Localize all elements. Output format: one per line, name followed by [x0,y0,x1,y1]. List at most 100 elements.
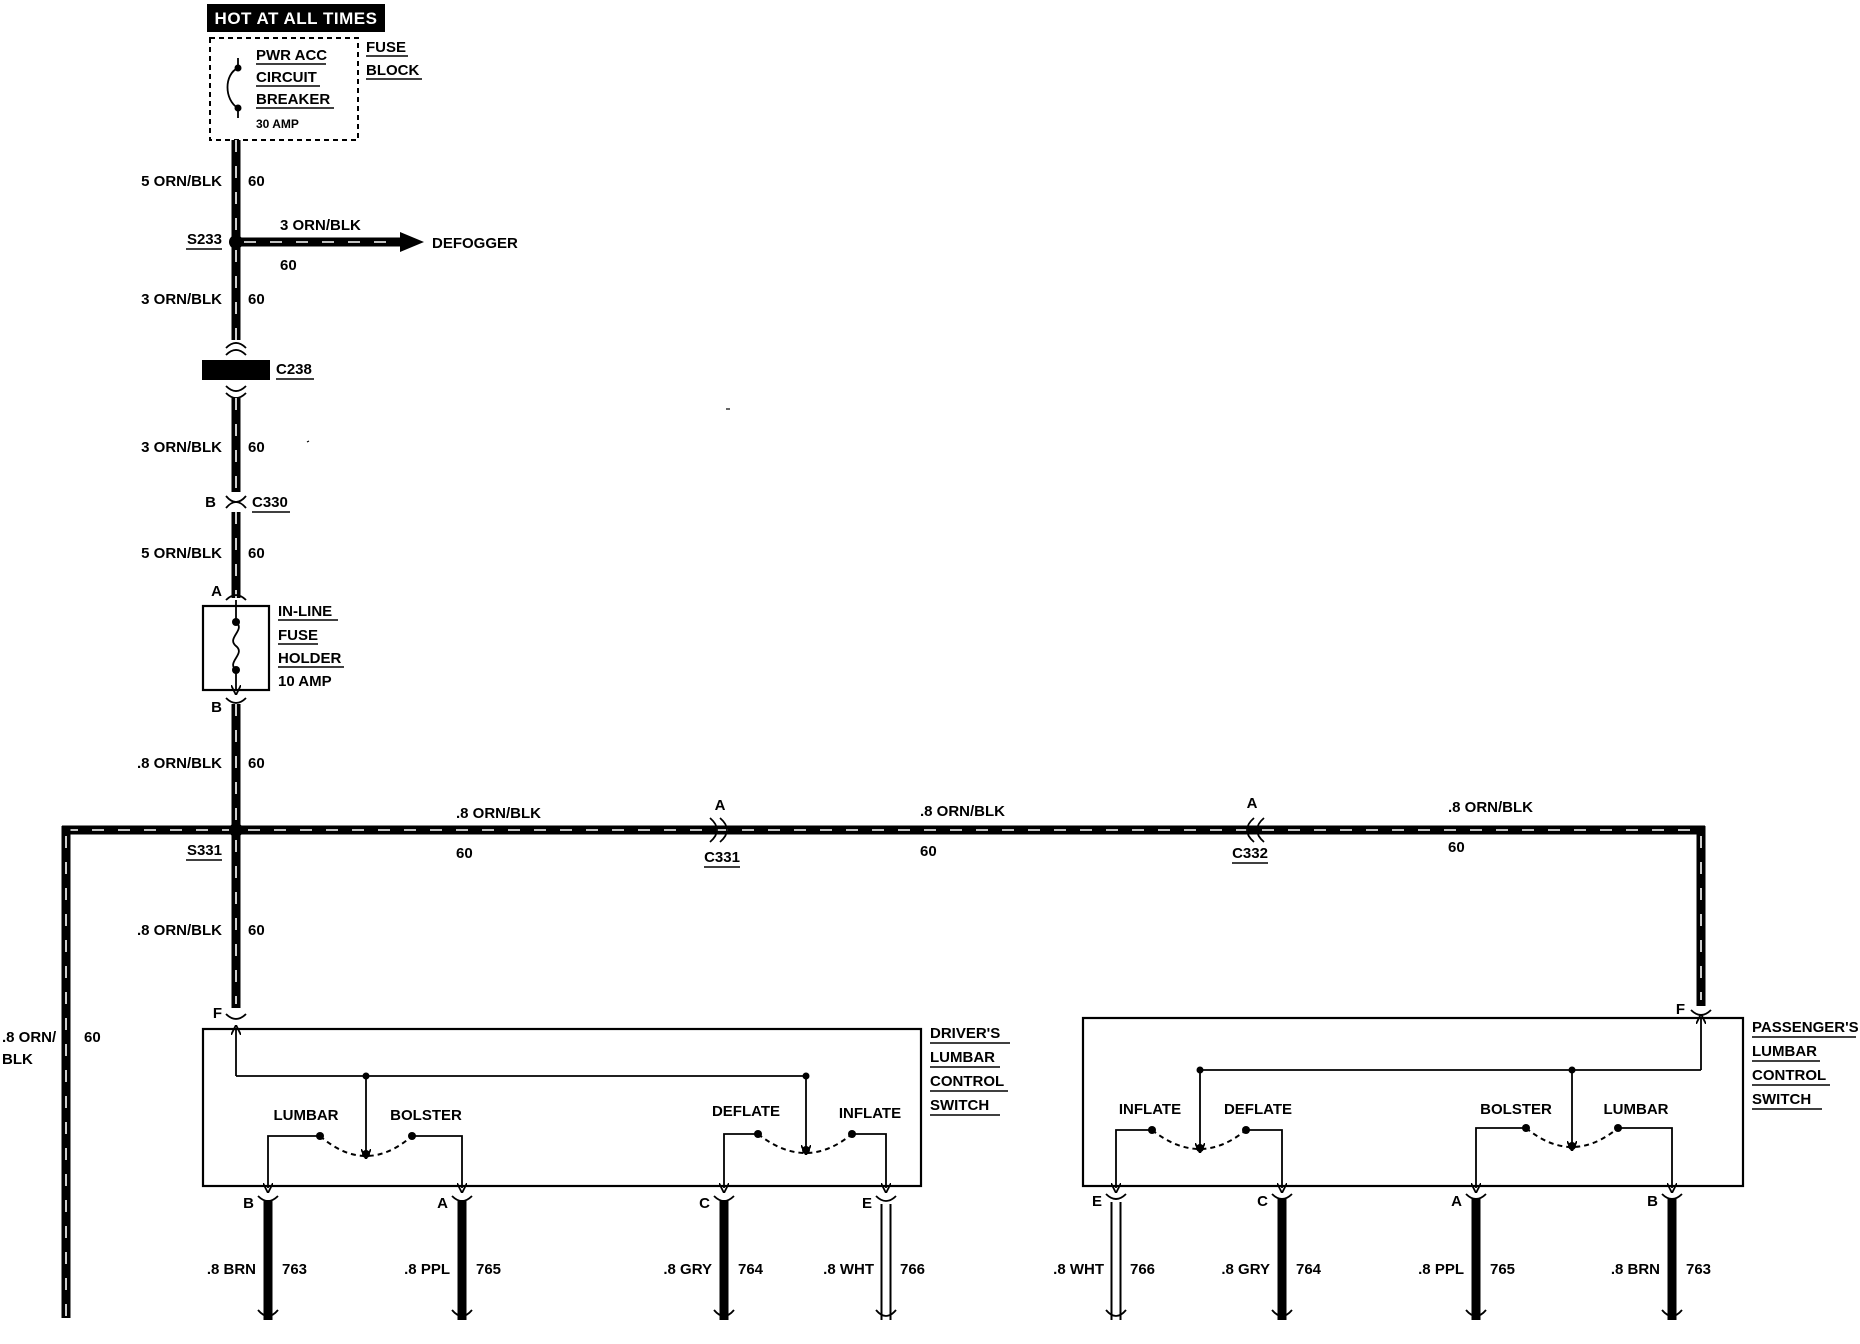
passenger-switch-pin-f: F [1676,1001,1685,1018]
output-pin-label: B [1647,1193,1658,1210]
wire-size-label: 5 ORN/BLK [141,173,222,190]
output-wire-765 [451,1195,473,1320]
left-wire-size-line1: .8 ORN/ [2,1029,57,1046]
output-circuit-number: 765 [1490,1261,1515,1278]
splice-label-s331: S331 [187,842,222,859]
splice-label-s233: S233 [187,231,222,248]
circuit-number-label: 60 [248,173,265,190]
driver-lumbar-control-switch: F LUMBAR BOLSTER DEFLATE INFLATE [201,1005,923,1188]
connector-pin-label: A [715,797,726,814]
connector-label-c331: C331 [704,849,740,866]
passenger-switch-label-line3: CONTROL [1752,1067,1826,1084]
driver-inflate-label: INFLATE [839,1105,901,1122]
circuit-number-label: 60 [248,545,265,562]
output-wire-766 [875,1195,897,1320]
lumbar-bolster-contact-arc [319,1135,413,1157]
breaker-label-line2: CIRCUIT [256,69,317,86]
fuse-pin-a: A [211,583,222,600]
driver-switch-label-line1: DRIVER'S [930,1025,1000,1042]
driver-switch-label-line3: CONTROL [930,1073,1004,1090]
passenger-deflate-label: DEFLATE [1224,1101,1292,1118]
output-circuit-number: 764 [738,1261,764,1278]
inline-fuse-label-line1: IN-LINE [278,603,332,620]
fuse-element-icon [232,621,240,671]
output-wire-size: .8 GRY [1221,1261,1270,1278]
wire-size-label: 3 ORN/BLK [141,439,222,456]
output-circuit-number: 766 [1130,1261,1155,1278]
defogger-circuit: 60 [280,257,297,274]
circuit-number-label: 60 [248,291,265,308]
defogger-wire [236,232,424,252]
output-pin-label: C [1257,1193,1268,1210]
output-wire-size: .8 WHT [1053,1261,1104,1278]
connector-label-c330: C330 [252,494,288,511]
wire-size-label: .8 ORN/BLK [137,755,222,772]
output-pin-label: C [699,1195,710,1212]
circuit-number-label: 60 [248,755,265,772]
inline-fuse-rating: 10 AMP [278,673,332,690]
driver-switch-label-line4: SWITCH [930,1097,989,1114]
deflate-inflate-contact-arc [757,1133,853,1154]
passenger-switch-label-line2: LUMBAR [1752,1043,1817,1060]
output-wire-size: .8 BRN [1611,1261,1660,1278]
wire-size-label: 5 ORN/BLK [141,545,222,562]
connector-c330 [225,495,247,509]
output-wire-size: .8 PPL [404,1261,450,1278]
hot-at-all-times-banner: HOT AT ALL TIMES [207,4,385,32]
fuse-pin-b: B [211,699,222,716]
output-pin-label: E [1092,1193,1102,1210]
connector-pin-label: B [205,494,216,511]
output-pin-label: A [1451,1193,1462,1210]
output-wire-size: .8 GRY [663,1261,712,1278]
inflate-deflate-contact-arc [1151,1129,1247,1150]
bus-circuit: 60 [456,845,473,862]
banner-title: HOT AT ALL TIMES [215,9,378,28]
inline-fuse-label-line2: FUSE [278,627,318,644]
output-pin-label: B [243,1195,254,1212]
output-wire-size: .8 WHT [823,1261,874,1278]
breaker-label-line1: PWR ACC [256,47,327,64]
output-circuit-number: 763 [282,1261,307,1278]
circuit-number-label: 60 [248,922,265,939]
driver-switch-outputs: B .8 BRN 763 A .8 PPL 765 C .8 GRY 764 E .8 WHT 766 [207,1195,925,1320]
output-wire-765 [1465,1193,1487,1320]
driver-lumbar-label: LUMBAR [274,1107,339,1124]
output-circuit-number: 766 [900,1261,925,1278]
output-wire-763 [257,1195,279,1320]
bus-wire-size: .8 ORN/BLK [920,803,1005,820]
inline-fuse-label-line3: HOLDER [278,650,342,667]
bus-circuit: 60 [1448,839,1465,856]
output-circuit-number: 764 [1296,1261,1322,1278]
output-wire-766 [1105,1193,1127,1320]
output-wire-763 [1661,1193,1683,1320]
driver-bolster-label: BOLSTER [390,1107,462,1124]
passenger-switch-label-line1: PASSENGER'S [1752,1019,1859,1036]
bus-circuit: 60 [920,843,937,860]
passenger-bolster-label: BOLSTER [1480,1101,1552,1118]
left-wire-circuit: 60 [84,1029,101,1046]
fuse-block-label-line1: FUSE [366,39,406,56]
connector-c238 [202,342,270,399]
bus-wire-size: .8 ORN/BLK [1448,799,1533,816]
wire-size-label: .8 ORN/BLK [137,922,222,939]
connector-c331 [709,817,728,843]
output-pin-label: A [437,1195,448,1212]
driver-switch-pin-f: F [213,1005,222,1022]
passenger-switch-label-line4: SWITCH [1752,1091,1811,1108]
circuit-number-label: 60 [248,439,265,456]
connector-pin-label: A [1247,795,1258,812]
output-pin-label: E [862,1195,872,1212]
breaker-label-line3: BREAKER [256,91,330,108]
connector-label-c238: C238 [276,361,312,378]
connector-label-c332: C332 [1232,845,1268,862]
fuse-block-label-line2: BLOCK [366,62,419,79]
fuse-block: PWR ACC CIRCUIT BREAKER 30 AMP FUSE BLOC… [209,37,422,141]
output-wire-size: .8 BRN [207,1261,256,1278]
breaker-rating: 30 AMP [256,117,299,131]
passenger-inflate-label: INFLATE [1119,1101,1181,1118]
output-wire-764 [713,1195,735,1320]
output-circuit-number: 765 [476,1261,501,1278]
defogger-arrow-icon [400,232,424,252]
